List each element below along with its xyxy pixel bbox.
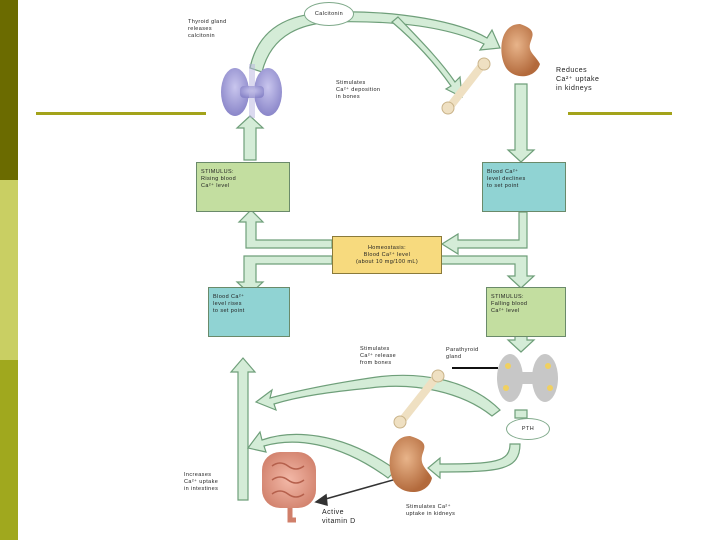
blood-rises-box: Blood Ca²⁺ level rises to set point bbox=[208, 287, 290, 337]
arrow-pth-kidney bbox=[427, 443, 521, 480]
divider-left bbox=[36, 112, 206, 115]
parathyroid-label: Parathyroid gland bbox=[446, 347, 479, 360]
bone-icon-middle bbox=[393, 369, 445, 429]
arrow-lower-right bbox=[439, 255, 536, 289]
arrow-upper-return bbox=[440, 211, 528, 256]
kidney-icon-top bbox=[501, 24, 540, 77]
arrow-left-loop bbox=[229, 357, 257, 501]
arrow-up-left bbox=[235, 115, 265, 161]
reduces-uptake-label: Reduces Ca²⁺ uptake in kidneys bbox=[556, 67, 600, 92]
thyroid-release-label: Thyroid gland releases calcitonin bbox=[188, 19, 227, 39]
blood-declines-box: Blood Ca²⁺ level declines to set point bbox=[482, 162, 566, 212]
intestine-icon bbox=[262, 452, 316, 523]
sidebar-stripe-light bbox=[0, 180, 18, 360]
stimulus-falling-box: STIMULUS: Falling blood Ca²⁺ level bbox=[486, 287, 566, 337]
sidebar-stripe-mid bbox=[0, 360, 18, 540]
active-vitamin-d-label: Active vitamin D bbox=[322, 509, 356, 525]
arrow-to-parathyroid bbox=[506, 335, 536, 353]
arrow-release-bone bbox=[254, 374, 501, 417]
divider-right bbox=[568, 112, 672, 115]
bone-icon-top bbox=[441, 57, 491, 115]
kidney-icon-bottom bbox=[389, 436, 432, 493]
parathyroid-gland-icon bbox=[497, 354, 558, 402]
arrow-kidney-intestines bbox=[246, 430, 397, 479]
stimulates-deposition-label: Stimulates Ca²⁺ deposition in bones bbox=[336, 80, 381, 100]
arrow-down-right bbox=[506, 83, 536, 163]
thyroid-gland-icon bbox=[221, 64, 282, 118]
increases-uptake-label: Increases Ca²⁺ uptake in intestines bbox=[184, 472, 219, 492]
stimulates-uptake-kidneys-label: Stimulates Ca²⁺ uptake in kidneys bbox=[406, 504, 456, 517]
stimulates-release-label: Stimulates Ca²⁺ release from bones bbox=[360, 346, 397, 366]
pth-oval: PTH bbox=[506, 418, 550, 440]
arrow-to-bone-top bbox=[391, 16, 463, 99]
calcitonin-oval: Calcitonin bbox=[304, 2, 354, 26]
arrow-stimulus-up bbox=[237, 209, 333, 249]
sidebar-stripe-dark bbox=[0, 0, 18, 180]
homeostasis-box: Homeostasis: Blood Ca²⁺ level (about 10 … bbox=[332, 236, 442, 274]
arrow-vitamin-d bbox=[314, 477, 401, 507]
arrow-parathyroid-pth bbox=[514, 409, 528, 419]
stimulus-rising-box: STIMULUS: Rising blood Ca²⁺ level bbox=[196, 162, 290, 212]
arrow-calcitonin-top bbox=[249, 11, 501, 73]
